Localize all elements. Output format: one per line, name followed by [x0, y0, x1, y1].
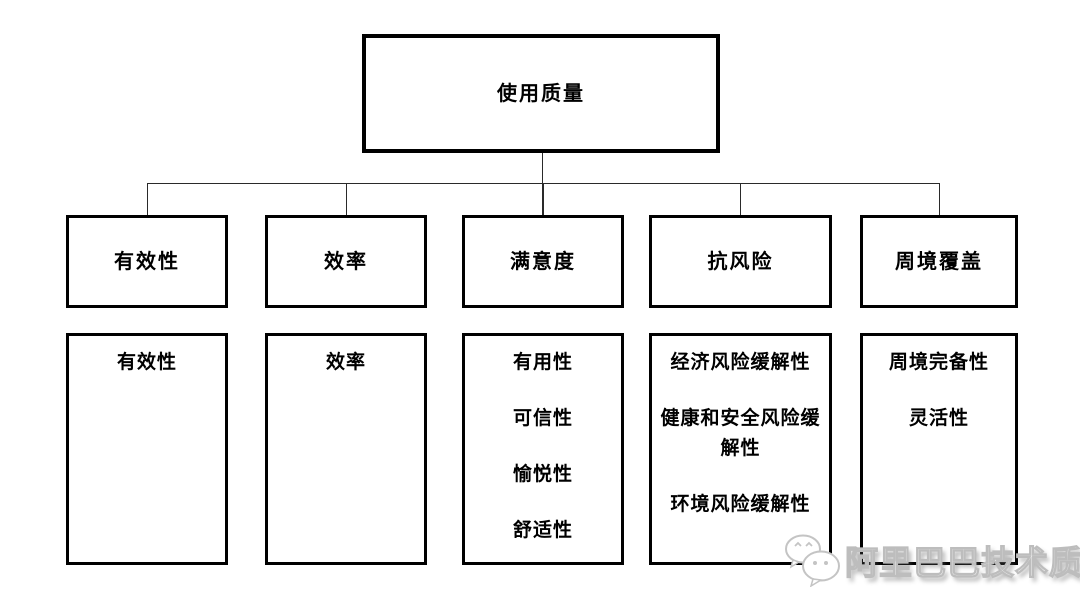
node-label: 效率: [324, 250, 368, 273]
node-freedom-from-risk: 抗风险: [649, 215, 832, 308]
sub-item: 可信性: [512, 408, 573, 429]
connector-stub-context: [939, 183, 940, 215]
node-effectiveness: 有效性: [66, 215, 228, 308]
sub-item: 舒适性: [512, 520, 573, 541]
sub-item: 愉悦性: [512, 464, 573, 485]
sub-item: 健康和安全风险缓解性: [660, 408, 821, 459]
node-context-coverage: 周境覆盖: [860, 215, 1018, 308]
sub-item: 环境风险缓解性: [670, 494, 811, 515]
subbox-effectiveness: 有效性: [66, 333, 228, 565]
sub-item: 经济风险缓解性: [670, 352, 811, 373]
connector-stub-efficiency: [346, 183, 347, 215]
sub-item: 有用性: [512, 352, 573, 373]
node-label: 满意度: [510, 250, 576, 273]
root-node-label: 使用质量: [497, 82, 585, 105]
subbox-context-coverage: 周境完备性 灵活性: [860, 333, 1018, 565]
sub-item: 有效性: [116, 352, 177, 373]
connector-stub-effectiveness: [147, 183, 148, 215]
node-label: 周境覆盖: [895, 250, 983, 273]
node-satisfaction: 满意度: [462, 215, 624, 308]
sub-item: 灵活性: [908, 408, 969, 429]
node-label: 有效性: [114, 250, 180, 273]
node-quality-in-use: 使用质量: [362, 34, 720, 153]
sub-item: 周境完备性: [888, 352, 989, 373]
node-efficiency: 效率: [265, 215, 427, 308]
node-label: 抗风险: [707, 250, 774, 273]
connector-stub-satisfaction: [543, 183, 544, 215]
subbox-freedom-from-risk: 经济风险缓解性 健康和安全风险缓解性 环境风险缓解性: [649, 333, 832, 565]
subbox-satisfaction: 有用性 可信性 愉悦性 舒适性: [462, 333, 624, 565]
sub-item: 效率: [325, 352, 366, 373]
connector-stub-risk: [740, 183, 741, 215]
connector-root-vertical: [542, 153, 543, 215]
subbox-efficiency: 效率: [265, 333, 427, 565]
